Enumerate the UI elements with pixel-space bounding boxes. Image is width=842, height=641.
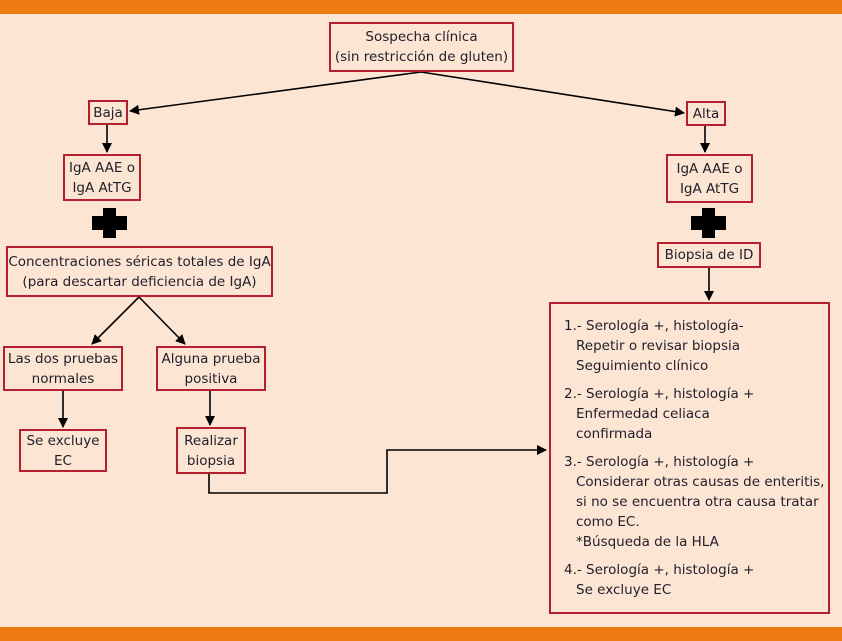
node-baja: Baja [88, 100, 128, 125]
node-realizar-biopsia: Realizar biopsia [176, 427, 246, 474]
outcome-4-line-1: 4.- Serología +, histología + [564, 562, 755, 578]
node-alta-label: Alta [692, 105, 720, 122]
node-iga-right: IgA AAE o IgA AtTG [666, 154, 753, 203]
node-iga-left-line-1: IgA AAE o [68, 159, 135, 176]
plus-icon [691, 208, 726, 238]
outcome-2-line-1: 2.- Serología +, histología + [564, 386, 755, 402]
outcome-2-line-2: Enfermedad celiaca [576, 406, 710, 422]
outcome-1-line-1: 1.- Serología +, histología- [564, 318, 744, 334]
outcome-2-line-3: confirmada [576, 426, 653, 442]
node-baja-label: Baja [93, 104, 123, 121]
node-alta: Alta [686, 101, 726, 126]
node-dos-normales: Las dos pruebas normales [3, 346, 123, 391]
arrow-conc-to-positiva [138, 296, 186, 345]
outcome-3-line-3: si no se encuentra otra causa tratar [576, 494, 819, 510]
node-concentraciones-line-1: Concentraciones séricas totales de IgA [8, 253, 271, 270]
node-start-line-1: Sospecha clínica [365, 29, 478, 45]
node-iga-right-line-2: IgA AtTG [679, 180, 740, 197]
outcomes-box: 1.- Serología +, histología- Repetir o r… [549, 302, 830, 614]
plus-icon [92, 208, 127, 238]
outcome-3-line-4: como EC. [576, 514, 640, 530]
outcome-1: 1.- Serología +, histología- Repetir o r… [564, 316, 818, 376]
node-se-excluye-line-2: EC [54, 452, 72, 469]
arrow-biopsia-to-outcomes [208, 445, 547, 494]
node-realizar-biopsia-line-1: Realizar [184, 432, 238, 449]
outcome-2: 2.- Serología +, histología + Enfermedad… [564, 384, 818, 444]
arrow-conc-to-normales [91, 296, 140, 345]
node-dos-normales-line-2: normales [31, 370, 95, 387]
node-alguna-positiva-line-2: positiva [184, 370, 238, 387]
node-se-excluye-line-1: Se excluye [26, 432, 100, 449]
node-concentraciones-line-2: (para descartar deficiencia de IgA) [22, 273, 257, 290]
arrow-start-to-baja [129, 71, 422, 115]
outcome-3: 3.- Serología +, histología + Considerar… [564, 452, 825, 552]
node-iga-right-line-1: IgA AAE o [676, 160, 743, 177]
outcome-1-line-3: Seguimiento clínico [576, 358, 709, 374]
node-alguna-positiva: Alguna prueba positiva [156, 346, 266, 391]
node-se-excluye: Se excluye EC [19, 429, 107, 472]
outcome-4: 4.- Serología +, histología + Se excluye… [564, 560, 818, 600]
arrow-start-to-alta [420, 71, 685, 117]
outcome-3-line-2: Considerar otras causas de enteritis, [576, 474, 825, 490]
node-concentraciones: Concentraciones séricas totales de IgA (… [6, 246, 273, 297]
node-start: Sospecha clínica (sin restricción de glu… [329, 22, 514, 72]
node-iga-left-line-2: IgA AtTG [72, 179, 132, 196]
node-realizar-biopsia-line-2: biopsia [186, 452, 236, 469]
top-banner [0, 0, 842, 14]
node-iga-left: IgA AAE o IgA AtTG [63, 154, 141, 201]
node-dos-normales-line-1: Las dos pruebas [7, 350, 119, 367]
node-biopsia-id: Biopsia de ID [657, 242, 761, 268]
node-alguna-positiva-line-1: Alguna prueba [161, 350, 261, 367]
outcome-1-line-2: Repetir o revisar biopsia [576, 338, 741, 354]
outcome-4-line-2: Se excluye EC [576, 582, 672, 598]
outcome-3-line-5: *Búsqueda de la HLA [576, 534, 719, 550]
bottom-banner [0, 627, 842, 641]
node-start-line-2: (sin restricción de gluten) [334, 49, 509, 65]
outcome-3-line-1: 3.- Serología +, histología + [564, 454, 755, 470]
node-biopsia-id-label: Biopsia de ID [664, 247, 754, 263]
